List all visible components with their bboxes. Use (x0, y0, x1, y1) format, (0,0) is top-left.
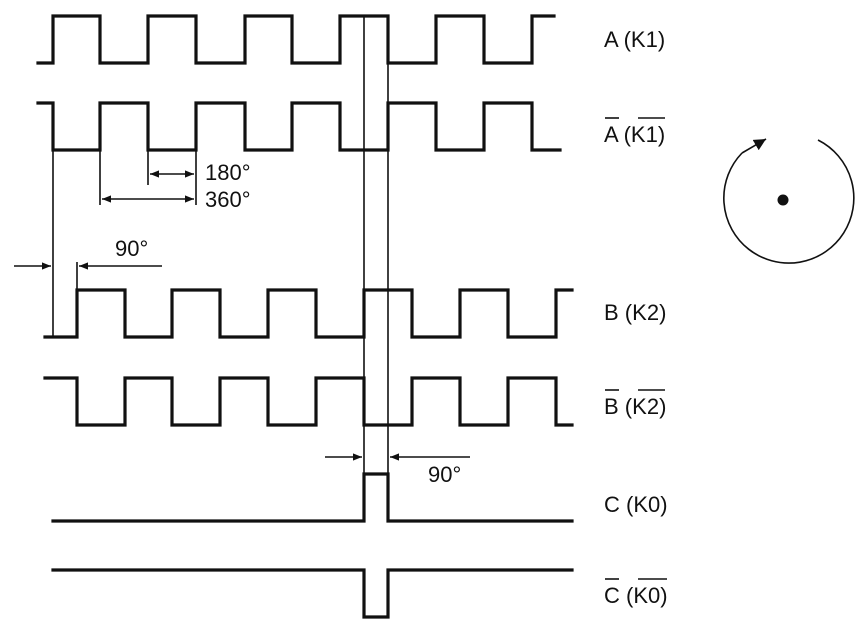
svg-text:C (K0): C (K0) (604, 492, 668, 517)
half-period-label: 180° (205, 160, 251, 185)
signal-c-inverted-waveform (51, 568, 574, 619)
svg-text:C (K0): C (K0) (604, 583, 668, 608)
signal-label-main: B (604, 300, 619, 325)
signal-label-a: A (K1) (604, 27, 665, 52)
phase-shift-label: 90° (115, 236, 148, 261)
signal-a-waveform (36, 14, 556, 65)
svg-text:B (K2): B (K2) (604, 394, 666, 419)
signal-label-main: C (604, 492, 620, 517)
signal-label-main: B (604, 394, 619, 419)
signal-label-b: B (K2) (604, 300, 666, 325)
signal-label-paren: K0 (633, 492, 660, 517)
signal-label-b-inverted: B (K2) (604, 389, 666, 419)
signal-label-c-inverted: C (K0) (604, 578, 668, 608)
signal-label-main: A (604, 27, 619, 52)
full-period-label: 360° (205, 187, 251, 212)
index-width-label: 90° (428, 462, 461, 487)
signal-label-a-inverted: A (K1) (604, 117, 665, 147)
signal-label-paren: K1 (631, 122, 658, 147)
svg-text:B (K2): B (K2) (604, 300, 666, 325)
signal-label-paren: K2 (632, 300, 659, 325)
clockwise-rotation-icon (723, 138, 855, 264)
signal-label-c: C (K0) (604, 492, 668, 517)
signal-label-paren: K0 (633, 583, 660, 608)
signal-b-waveform (43, 288, 574, 339)
signal-label-paren: K1 (631, 27, 658, 52)
svg-text:A (K1): A (K1) (604, 122, 665, 147)
signal-b-inverted-waveform (43, 376, 574, 427)
signal-label-main: C (604, 583, 620, 608)
svg-text:A (K1): A (K1) (604, 27, 665, 52)
signal-c-waveform (51, 472, 574, 523)
signal-label-paren: K2 (632, 394, 659, 419)
signal-label-main: A (604, 122, 619, 147)
signal-a-inverted-waveform (36, 101, 562, 152)
rotation-center-dot (777, 194, 789, 206)
